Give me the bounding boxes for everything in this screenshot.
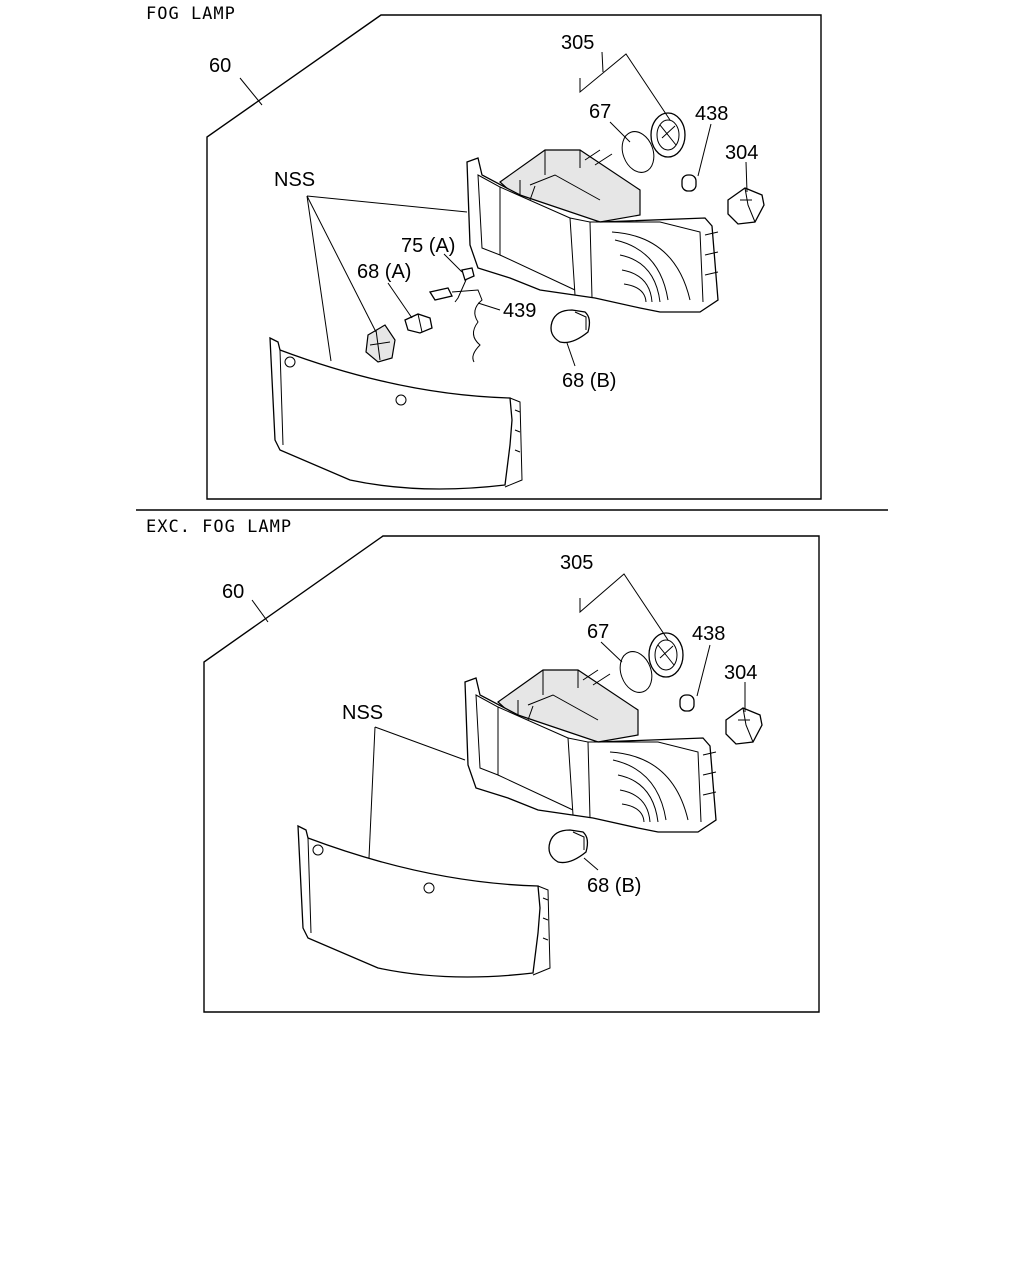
- callout-nss: NSS: [274, 169, 315, 191]
- callout-438: 438: [695, 103, 728, 125]
- callout-68b: 68 (B): [562, 370, 616, 392]
- leader-lines: [251, 573, 746, 871]
- callout-67: 67: [589, 101, 611, 123]
- fog-lamp-panel: 60 305 67 438 304 NSS 75 (A) 68 (A) 439 …: [206, 14, 822, 500]
- callout-60: 60: [222, 581, 244, 603]
- exc-fog-lamp-panel: 60 305 67 438 304 NSS 68 (B): [203, 535, 820, 1013]
- callout-304: 304: [725, 142, 758, 164]
- callout-305: 305: [560, 552, 593, 574]
- callout-439: 439: [503, 300, 536, 322]
- assembly-frame: [206, 14, 822, 500]
- callout-60: 60: [209, 55, 231, 77]
- callout-305: 305: [561, 32, 594, 54]
- callout-68a: 68 (A): [357, 261, 411, 283]
- harness-part: [428, 287, 483, 363]
- callout-67: 67: [587, 621, 609, 643]
- assembly-frame: [203, 535, 820, 1013]
- fog-bulb-part: [365, 313, 433, 363]
- leader-lines: [239, 51, 748, 367]
- callout-438: 438: [692, 623, 725, 645]
- callout-304: 304: [724, 662, 757, 684]
- callout-68b: 68 (B): [587, 875, 641, 897]
- callout-nss: NSS: [342, 702, 383, 724]
- callout-75a: 75 (A): [401, 235, 455, 257]
- section-title-fog-lamp: FOG LAMP: [146, 4, 236, 24]
- section-title-exc-fog-lamp: EXC. FOG LAMP: [146, 517, 293, 537]
- screw-part: [454, 267, 475, 303]
